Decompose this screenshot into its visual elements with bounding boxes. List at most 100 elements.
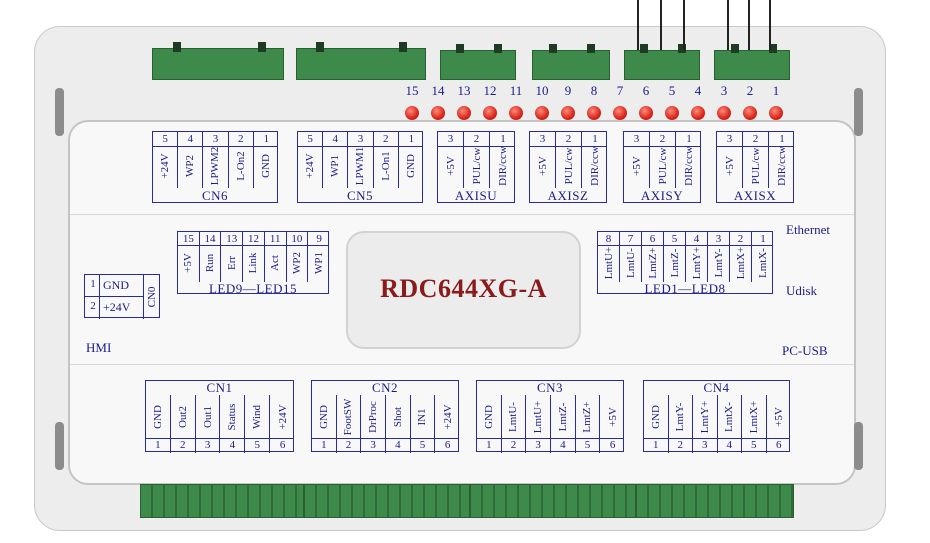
pin-label: LmtX-: [757, 248, 769, 278]
pin-label: WP2: [290, 252, 303, 274]
terminal-tab: [173, 42, 181, 52]
pin-label: LPWM1: [354, 146, 367, 186]
pin-number: 2: [737, 233, 744, 245]
connector-title: CN4: [703, 380, 730, 395]
pin-label: PUL/cw: [562, 147, 575, 185]
pin-label: GND: [317, 405, 330, 429]
pin-number-rule: [477, 438, 623, 439]
mount-handle-right-top: [854, 88, 863, 136]
pin-number: 1: [779, 133, 785, 145]
connector-title: CN2: [371, 380, 399, 395]
bottom-terminal-cn3[interactable]: [470, 484, 636, 518]
pin-label: DrProc: [367, 401, 380, 433]
top-terminal-axisx[interactable]: [714, 50, 790, 80]
pin-cell: 3+5V: [624, 132, 650, 188]
pin-number: 14: [204, 233, 216, 245]
pin-number-rule: [438, 146, 514, 147]
wire: [769, 0, 771, 50]
terminal-tab: [769, 44, 777, 53]
pin-label: +24V: [276, 404, 289, 430]
pin-label: PUL/cw: [749, 147, 762, 185]
pin-number: 5: [162, 133, 168, 145]
pin-label: Out1: [201, 406, 214, 428]
pin-number: 3: [726, 133, 733, 145]
pin-number-rule: [624, 146, 700, 147]
pin-label: DIR/ccw: [497, 146, 509, 186]
pin-label: Err: [225, 255, 238, 271]
pin-cell: LmtX-4: [718, 395, 742, 453]
top-terminal-axisu[interactable]: [440, 50, 516, 80]
terminal-tab: [678, 44, 686, 53]
pin-label: LmtZ+: [646, 247, 659, 279]
pin-number: 2: [473, 133, 480, 145]
pin-label: PUL/cw: [656, 147, 669, 185]
bottom-terminal-cn2[interactable]: [304, 484, 470, 518]
pin-cell: 3+5V: [438, 132, 464, 188]
pin-number: 1: [90, 278, 96, 290]
connector-title: CN5: [346, 188, 374, 203]
pin-label: Shot: [391, 406, 404, 428]
pin-number: 5: [419, 439, 426, 451]
led-number: 4: [694, 83, 702, 98]
top-terminal-axisz[interactable]: [532, 50, 610, 80]
top-terminal-cn6[interactable]: [152, 48, 284, 80]
pin-label: GND: [649, 405, 662, 429]
pin-number: 10: [291, 233, 303, 245]
pin-cell: 15+5V: [178, 232, 200, 282]
pin-label: GND: [482, 405, 495, 429]
led-indicator: [639, 106, 653, 120]
pin-number: 1: [408, 133, 415, 145]
led-number: 10: [535, 83, 549, 98]
pin-cell: 5 +24V: [153, 132, 179, 188]
model-plate: [346, 231, 581, 349]
led-indicator: [405, 106, 419, 120]
bottom-terminal-cn4[interactable]: [636, 484, 794, 518]
terminal-tab: [399, 42, 407, 52]
wire: [637, 0, 639, 50]
pin-number: 2: [237, 133, 244, 145]
pin-label: Run: [204, 253, 217, 273]
pin-cell: LmtY-2: [669, 395, 693, 453]
pin-label: IN1: [416, 408, 429, 426]
pin-label: Out2: [176, 406, 189, 428]
led-group-title: LED1—LED8: [644, 281, 726, 296]
top-terminal-cn5[interactable]: [296, 48, 426, 80]
wire: [748, 0, 750, 50]
pin-cell: Out1 3: [196, 395, 221, 453]
pin-number: 3: [204, 439, 211, 451]
pin-label: +5V: [606, 407, 619, 427]
pin-number: 1: [155, 439, 161, 451]
bottom-terminal-cn1[interactable]: [140, 484, 304, 518]
pin-number: 12: [247, 233, 259, 245]
pin-number: 5: [254, 439, 260, 451]
pin-label: +24V: [103, 300, 131, 314]
pin-label: LmtY-: [674, 402, 687, 432]
led-indicator: [535, 106, 549, 120]
pin-label: LPWM2: [209, 146, 222, 186]
pin-label: +24V: [159, 153, 172, 179]
pin-label: GND: [151, 405, 164, 429]
mount-handle-left-top: [55, 88, 64, 136]
pin-number: 11: [269, 233, 281, 245]
pin-number: 4: [332, 133, 339, 145]
top-terminal-axisy[interactable]: [624, 50, 700, 80]
pin-number: 4: [726, 439, 733, 451]
pin-number: 1: [653, 439, 659, 451]
pin-label: +5V: [536, 156, 549, 176]
pin-cell: 3+5V: [717, 132, 743, 188]
